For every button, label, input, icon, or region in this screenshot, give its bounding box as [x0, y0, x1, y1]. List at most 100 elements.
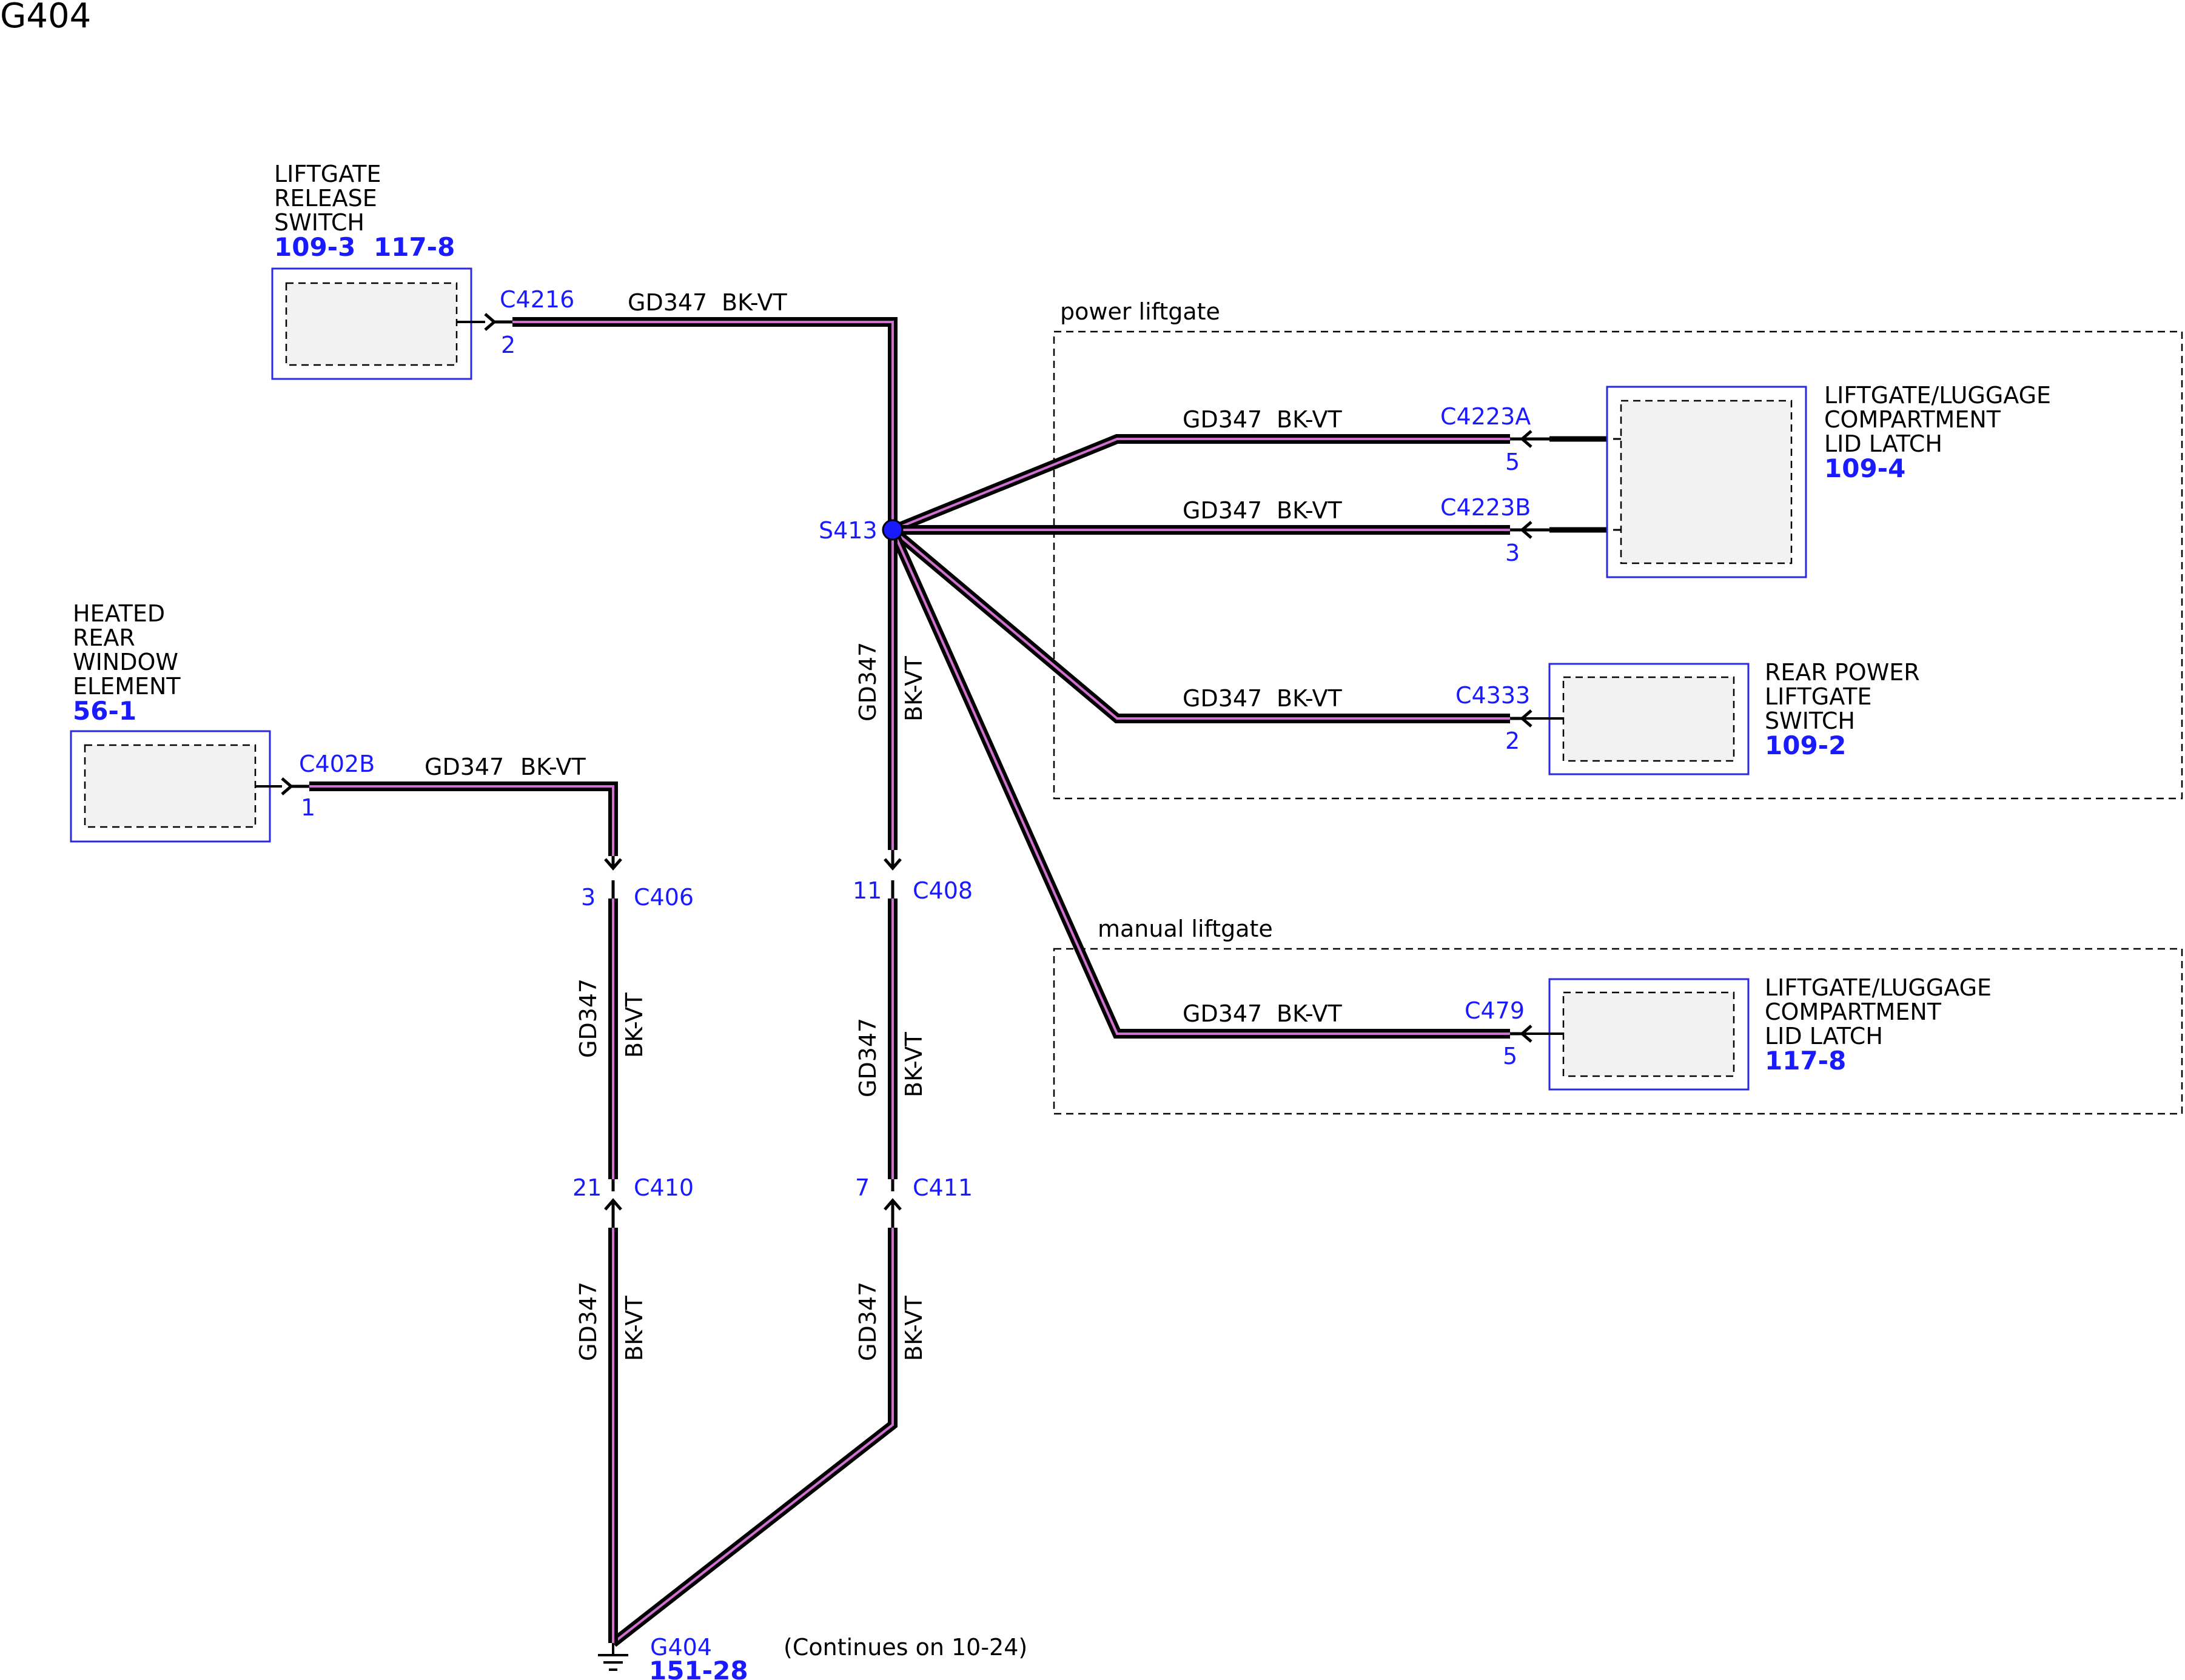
- liftgate-release-switch: LIFTGATE RELEASE SWITCH 109-3 117-8: [271, 161, 485, 380]
- component-name-line: ELEMENT: [73, 673, 181, 700]
- wire-circuit-label: GD347: [425, 754, 504, 780]
- connector-pin: 2: [1505, 728, 1520, 754]
- component-ref: 117-8: [1765, 1046, 1846, 1076]
- component-ref: 109-4: [1824, 453, 1905, 483]
- connector-id: C406: [634, 884, 694, 911]
- connector-pin: 1: [301, 794, 315, 821]
- wire-circuit-label: GD347: [628, 289, 707, 316]
- component-ref: 56-1: [73, 696, 136, 726]
- component-ref: 109-3: [274, 232, 355, 262]
- component-ref: 117-8: [374, 232, 455, 262]
- connector-id: C402B: [299, 751, 375, 777]
- wires: [309, 317, 1613, 1647]
- wire-color-label: BK-VT: [1277, 1000, 1342, 1027]
- power-liftgate-group: [1053, 330, 2183, 800]
- connector-c411-symbol: [884, 1179, 902, 1228]
- component-body: [285, 282, 458, 366]
- connector-id: C4216: [500, 286, 574, 313]
- wire-labels: GD347 BK-VT GD347 BK-VT GD347 BK-VT GD34…: [425, 289, 1342, 1361]
- component-name-line: REAR: [73, 624, 135, 651]
- ground-g404: G404 151-28 (Continues on 10-24): [598, 1634, 1027, 1680]
- rear-power-liftgate-switch: REAR POWER LIFTGATE SWITCH 109-2: [1522, 659, 1920, 775]
- connector-pin: 5: [1505, 449, 1520, 475]
- liftgate-latch-power: LIFTGATE/LUGGAGE COMPARTMENT LID LATCH 1…: [1606, 382, 2051, 578]
- wire-color-label: BK-VT: [1277, 685, 1342, 712]
- connector-symbols: [281, 313, 1549, 1228]
- wire-color-label: BK-VT: [1277, 406, 1342, 433]
- component-name-line: SWITCH: [1765, 708, 1855, 734]
- connector-c408-symbol: [884, 850, 902, 899]
- manual-liftgate-group: [1053, 948, 2183, 1115]
- connector-id: C4333: [1455, 682, 1530, 709]
- connector-pin: 21: [572, 1174, 602, 1201]
- power-liftgate-label: power liftgate: [1060, 298, 1220, 325]
- component-name-line: COMPARTMENT: [1765, 999, 1942, 1025]
- connector-id: C4223A: [1440, 403, 1531, 430]
- wire-circuit-label: GD347: [854, 642, 881, 721]
- connector-c410-symbol: [604, 1179, 622, 1228]
- connector-pin: 11: [853, 877, 882, 904]
- connector-id: C4223B: [1440, 494, 1531, 521]
- wire-c402b-c406: [309, 781, 618, 856]
- splice-dot: [882, 519, 904, 541]
- wire-c4216-s413: [512, 317, 898, 530]
- wire-circuit-label: GD347: [1183, 685, 1262, 712]
- wire-color-label: BK-VT: [1277, 497, 1342, 524]
- wire-circuit-label: GD347: [1183, 406, 1262, 433]
- component-name-line: LID LATCH: [1765, 1023, 1883, 1049]
- wire-circuit-label: GD347: [1183, 1000, 1262, 1027]
- component-name-line: LIFTGATE: [1765, 683, 1872, 710]
- wire-color-label: BK-VT: [901, 1296, 927, 1361]
- component-name-line: LIFTGATE: [274, 161, 381, 187]
- manual-liftgate-label: manual liftgate: [1098, 915, 1273, 942]
- component-name-line: RELEASE: [274, 185, 377, 212]
- connector-id: C408: [913, 877, 973, 904]
- ground-ref: 151-28: [649, 1656, 748, 1680]
- component-name-line: WINDOW: [73, 649, 178, 675]
- page-title: G404: [0, 0, 91, 36]
- wire-color-label: BK-VT: [621, 1296, 648, 1361]
- splice-id: S413: [819, 517, 878, 544]
- wire-circuit-label: GD347: [575, 1282, 602, 1361]
- connector-c4216-symbol: [484, 313, 512, 331]
- wire-color-label: BK-VT: [520, 754, 586, 780]
- component-ref: 109-2: [1765, 731, 1846, 760]
- connector-c4223b-symbol: [1510, 521, 1549, 539]
- wire-color-label: BK-VT: [901, 1032, 927, 1097]
- connector-labels: C4216 2 C402B 1 C4223A 5 C4223B 3 C4333 …: [299, 286, 1531, 1201]
- connector-c4223a-symbol: [1510, 430, 1549, 448]
- wire-circuit-label: GD347: [575, 979, 602, 1058]
- wire-circuit-label: GD347: [854, 1018, 881, 1097]
- component-body: [84, 744, 257, 828]
- component-name-line: LIFTGATE/LUGGAGE: [1765, 974, 1992, 1001]
- wire-c411-g404: [610, 1228, 898, 1647]
- heated-rear-window-element: HEATED REAR WINDOW ELEMENT 56-1: [70, 600, 282, 843]
- connector-id: C479: [1465, 997, 1525, 1024]
- connector-c479-symbol: [1510, 1025, 1532, 1043]
- connector-pin: 2: [501, 332, 515, 358]
- connector-pin: 5: [1503, 1043, 1517, 1069]
- connector-pin: 3: [1505, 540, 1520, 566]
- liftgate-latch-manual: LIFTGATE/LUGGAGE COMPARTMENT LID LATCH 1…: [1522, 974, 1992, 1091]
- component-body: [1620, 400, 1793, 564]
- ground-id: G404: [650, 1634, 712, 1661]
- connector-c402b-symbol: [281, 777, 309, 795]
- component-name-line: HEATED: [73, 600, 165, 627]
- wire-circuit-label: GD347: [1183, 497, 1262, 524]
- continues-note: (Continues on 10-24): [784, 1634, 1027, 1661]
- ground-icon: [598, 1643, 628, 1671]
- connector-pin: 3: [581, 884, 596, 911]
- component-name-line: SWITCH: [274, 209, 364, 236]
- component-name-line: REAR POWER: [1765, 659, 1920, 686]
- connector-c406-symbol: [604, 856, 622, 899]
- component-name-line: LID LATCH: [1824, 430, 1942, 457]
- connector-id: C411: [913, 1174, 973, 1201]
- component-name-line: LIFTGATE/LUGGAGE: [1824, 382, 2051, 409]
- wire-color-label: BK-VT: [722, 289, 787, 316]
- wire-color-label: BK-VT: [901, 656, 927, 721]
- splice-s413: S413: [819, 517, 904, 544]
- connector-id: C410: [634, 1174, 694, 1201]
- component-name-line: COMPARTMENT: [1824, 406, 2001, 433]
- connector-pin: 7: [855, 1174, 870, 1201]
